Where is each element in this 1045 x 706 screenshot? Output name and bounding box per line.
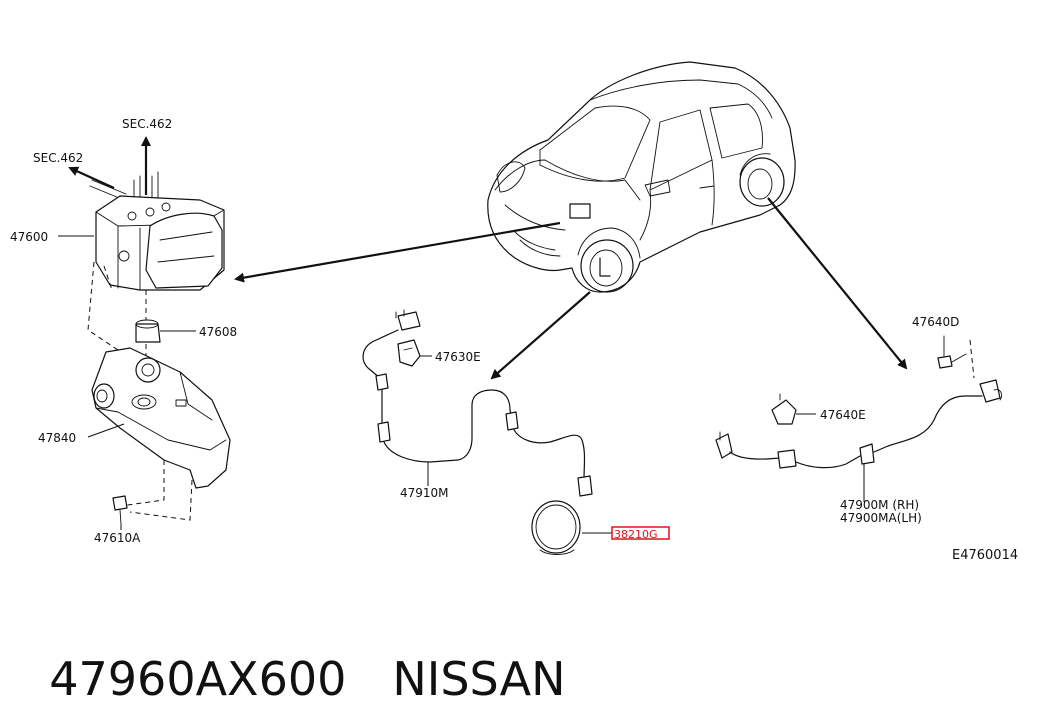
rear-sensor-harness-47900m <box>715 335 1003 502</box>
label-sec-462-left: SEC.462 <box>33 151 83 165</box>
label-38210g: 38210G <box>614 528 658 541</box>
footer-brand: NISSAN <box>392 652 566 706</box>
footer-part-number: 47960AX600 <box>49 652 347 706</box>
front-sensor-harness-47910m <box>362 309 612 555</box>
bracket-47840 <box>91 347 231 521</box>
label-47640d: 47640D <box>912 315 959 329</box>
highlight-box-38210g <box>611 526 670 540</box>
label-47610a: 47610A <box>94 531 141 545</box>
label-47900m-rh: 47900M (RH) <box>840 498 919 512</box>
abs-parts-diagram: SEC.462 SEC.462 47600 47608 47840 47610A… <box>10 61 1018 563</box>
label-47640e: 47640E <box>820 408 866 422</box>
bolt-47610a <box>112 495 128 525</box>
label-47840: 47840 <box>38 431 76 445</box>
label-47608: 47608 <box>199 325 237 339</box>
abs-actuator-47600 <box>68 136 225 351</box>
label-47630e: 47630E <box>435 350 481 364</box>
label-sec-462-top: SEC.462 <box>122 117 172 131</box>
car-illustration <box>487 61 796 293</box>
label-47910m: 47910M <box>400 486 449 500</box>
diagram-code: E4760014 <box>952 548 1018 563</box>
label-47900ma-lh: 47900MA(LH) <box>840 511 922 525</box>
label-47600: 47600 <box>10 230 48 244</box>
footer-caption: 47960AX600 NISSAN <box>20 598 565 706</box>
